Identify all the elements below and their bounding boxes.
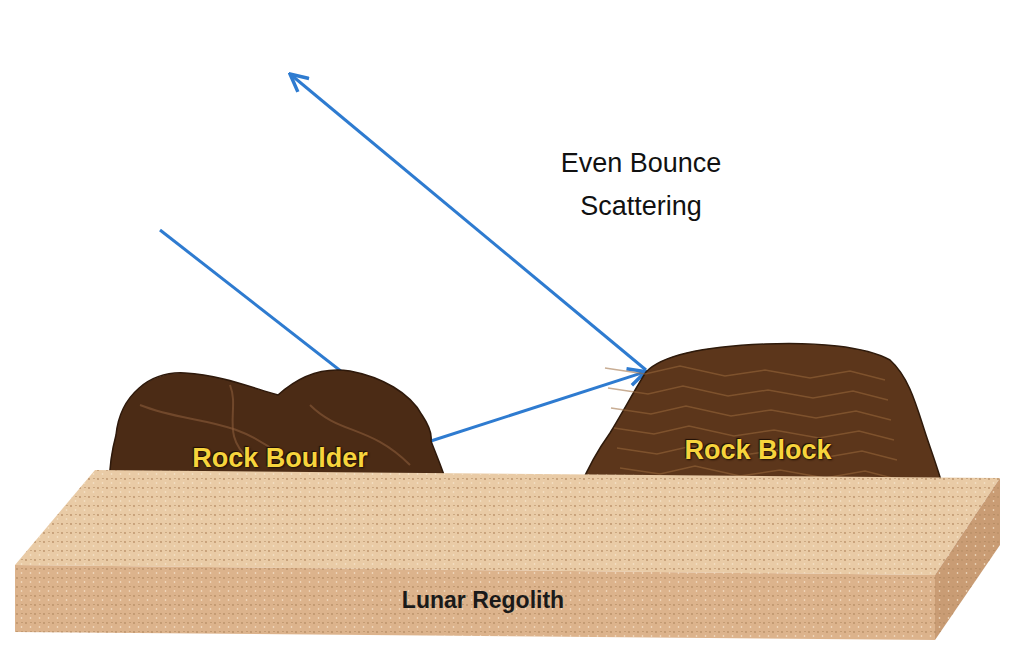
regolith-slab: Lunar Regolith (15, 468, 1002, 642)
rock-label: Rock Block (684, 435, 831, 466)
slab-top-texture (15, 470, 1000, 575)
rock-label: Rock Boulder (192, 443, 368, 474)
slab-top (15, 470, 1000, 575)
rock-crack (611, 406, 891, 420)
rock-crack (605, 366, 885, 380)
slab-side-texture (935, 478, 1000, 640)
slab-front (15, 565, 935, 640)
slab-front-texture (15, 565, 935, 640)
ground-label: Lunar Regolith (402, 587, 564, 614)
regolith-slab-shape (15, 468, 1002, 642)
reflected-ray (290, 74, 646, 370)
slab-side (935, 478, 1000, 640)
phenomenon-label: Even Bounce Scattering (531, 142, 751, 228)
rock-crack (608, 386, 888, 400)
